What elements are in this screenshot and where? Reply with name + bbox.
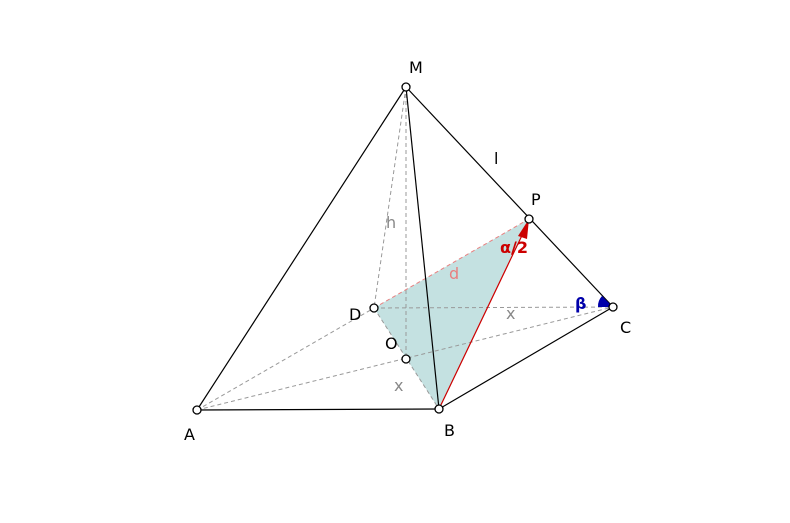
hidden-diagonal-db bbox=[373, 307, 440, 410]
point-b bbox=[434, 404, 444, 414]
label-slant-edge: l bbox=[494, 149, 498, 168]
point-d bbox=[369, 303, 379, 313]
angle-beta-wedge bbox=[597, 296, 613, 307]
label-distance: d bbox=[449, 264, 459, 283]
point-o bbox=[401, 354, 411, 364]
hidden-diagonal-ac bbox=[196, 306, 614, 411]
label-p: P bbox=[531, 190, 541, 209]
point-c bbox=[608, 302, 618, 312]
distance-segment-dp bbox=[373, 218, 530, 309]
edge-mc bbox=[405, 86, 614, 308]
edge-mb bbox=[405, 86, 440, 410]
label-m: M bbox=[409, 58, 423, 77]
hidden-edge-dc bbox=[373, 306, 614, 309]
label-half-diagonal-ob: x bbox=[394, 376, 403, 395]
label-half-diagonal-oc: x bbox=[506, 304, 515, 323]
edge-ma bbox=[196, 86, 407, 411]
label-b: B bbox=[444, 421, 455, 440]
point-m bbox=[401, 82, 411, 92]
hidden-edge-md bbox=[373, 86, 407, 309]
point-a bbox=[192, 405, 202, 415]
edge-bc bbox=[438, 306, 614, 410]
label-o: O bbox=[385, 334, 398, 353]
point-p bbox=[524, 214, 534, 224]
label-base-angle: β bbox=[575, 294, 586, 313]
label-height: h bbox=[386, 213, 396, 232]
edge-ab bbox=[196, 408, 440, 411]
label-half-angle: α/2 bbox=[500, 238, 528, 257]
arrow-head-p bbox=[518, 219, 529, 239]
segment-bp bbox=[438, 226, 527, 410]
label-d: D bbox=[349, 305, 361, 324]
cross-section-dbp bbox=[374, 219, 529, 409]
label-a: A bbox=[184, 425, 195, 444]
label-c: C bbox=[620, 318, 631, 337]
hidden-edge-ad bbox=[196, 307, 375, 411]
